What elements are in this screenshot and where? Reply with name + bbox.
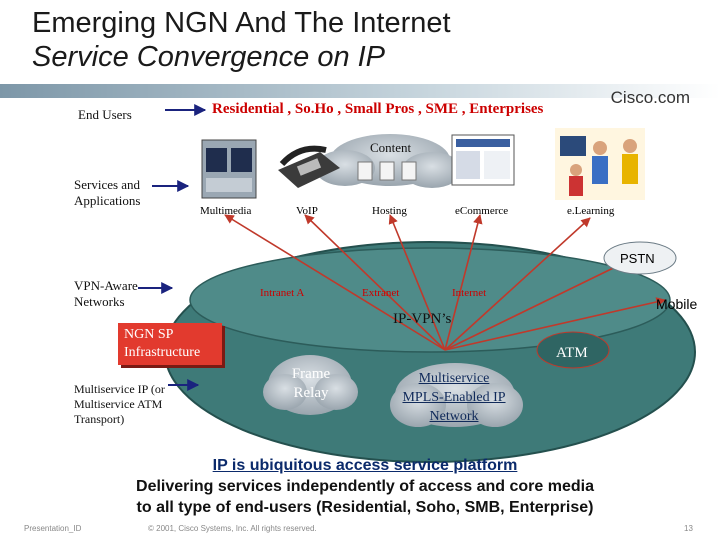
summary-line-1: IP is ubiquitous access service platform xyxy=(60,455,670,476)
footer-page-number: 13 xyxy=(684,524,693,533)
summary-line-2: Delivering services independently of acc… xyxy=(60,476,670,497)
multiservice-label: Multiservice IP (or Multiservice ATM Tra… xyxy=(74,382,184,427)
services-label: Services and Applications xyxy=(74,177,154,209)
service-voip: VoIP xyxy=(296,205,318,217)
vpn-intranet: Intranet A xyxy=(260,287,304,299)
service-hosting: Hosting xyxy=(372,205,407,217)
atm-label: ATM xyxy=(556,345,588,362)
summary-line-3: to all type of end-users (Residential, S… xyxy=(60,497,670,518)
service-ecommerce: eCommerce xyxy=(455,205,508,217)
content-label: Content xyxy=(370,140,411,156)
end-users-value: Residential , So.Ho , Small Pros , SME ,… xyxy=(212,101,543,118)
frame-relay-label: Frame Relay xyxy=(284,365,338,403)
vpn-label: VPN-Aware Networks xyxy=(74,278,164,310)
footer-session: Presentation_ID xyxy=(24,524,81,533)
elearning-icon xyxy=(555,128,645,200)
mobile-label: Mobile xyxy=(656,296,697,312)
service-multimedia: Multimedia xyxy=(200,205,251,217)
summary-text: IP is ubiquitous access service platform… xyxy=(60,455,670,518)
pstn-label: PSTN xyxy=(620,251,655,266)
end-users-label: End Users xyxy=(78,107,132,123)
ip-vpn-label: IP-VPN’s xyxy=(393,311,451,328)
ngn-sp-box: NGN SP Infrastructure xyxy=(118,323,222,365)
multimedia-icon xyxy=(202,140,256,198)
vpn-internet: Internet xyxy=(452,287,486,299)
vpn-extranet: Extranet xyxy=(362,287,399,299)
service-elearning: e.Learning xyxy=(567,205,614,217)
ecommerce-icon xyxy=(452,135,514,185)
mpls-label: Multiservice MPLS-Enabled IP Network xyxy=(398,369,510,426)
footer-copyright: © 2001, Cisco Systems, Inc. All rights r… xyxy=(148,524,317,533)
